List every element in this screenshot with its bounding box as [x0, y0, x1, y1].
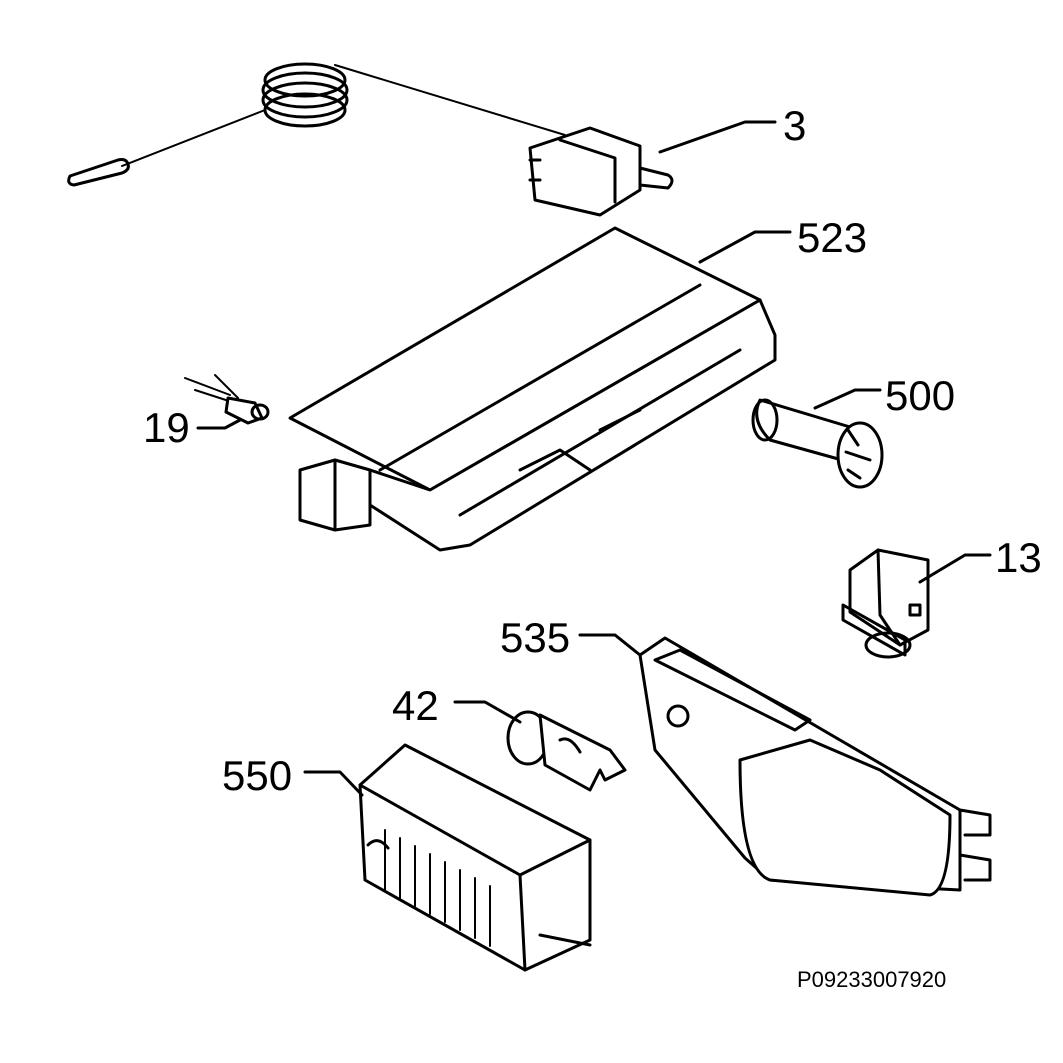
thermostat-part: 3 [67, 62, 806, 217]
callout-550: 550 [222, 752, 292, 799]
callout-13: 13 [995, 534, 1042, 581]
knob-part: 500 [751, 372, 955, 489]
callout-535: 535 [500, 614, 570, 661]
callout-523: 523 [797, 214, 867, 261]
callout-42: 42 [392, 682, 439, 729]
lamp-part: 19 [143, 374, 270, 451]
ribbed-cover-part: 550 [222, 743, 592, 972]
cover-housing-part: 535 [500, 614, 992, 897]
callout-19: 19 [143, 404, 190, 451]
control-housing-part: 523 [288, 214, 867, 552]
lamp-holder-part: 42 [392, 682, 627, 792]
drawing-number: P09233007920 [797, 967, 946, 992]
callout-3: 3 [783, 102, 806, 149]
callout-500: 500 [885, 372, 955, 419]
switch-part: 13 [841, 534, 1042, 659]
